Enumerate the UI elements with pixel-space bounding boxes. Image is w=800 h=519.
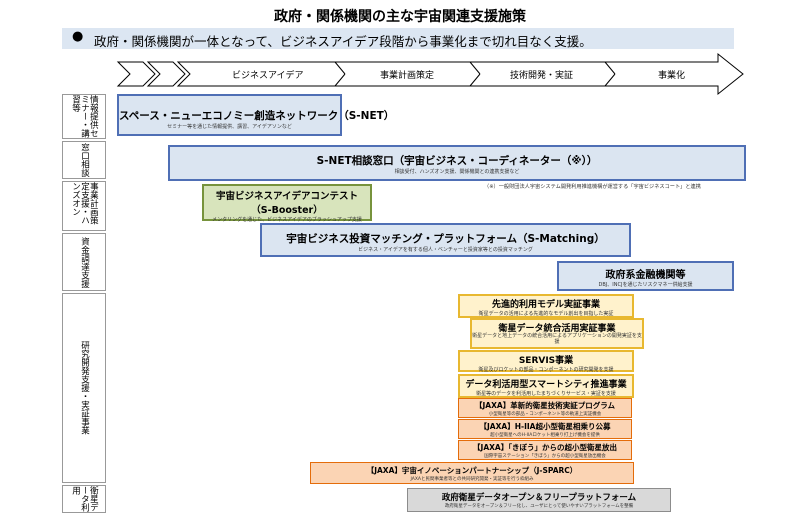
category-funding: 資金調達支援 [62,233,106,291]
stage-label-commercial: 事業化 [658,71,686,81]
program-s-booster: 宇宙ビジネスアイデアコンテスト （S-Booster） メンタリングを通じた、ビ… [202,184,372,223]
stage-main-arrow [176,52,744,96]
page-title: 政府・関係機関の主な宇宙関連支援施策 [274,9,526,25]
program-gov-sat-data-platform: 政府衛星データオープン＆フリープラットフォーム 政府衛星データをオープン＆フリー… [407,488,671,512]
program-s-net-consult: S-NET相談窓口（宇宙ビジネス・コーディネーター（※）） 相談受付、ハンズオン… [168,145,746,181]
category-satdata: 衛星データ利用 [62,485,106,513]
category-info: 情報提供セミナー・講習等 [62,94,106,139]
category-rnd: 研究開発支援・実証事業 [62,293,106,483]
subtitle: 政府・関係機関が一体となって、ビジネスアイデア段階から事業化まで切れ目なく支援。 [94,34,592,49]
program-sat-data-integration: 衛星データ統合活用実証事業 衛星データと地上データの統合活用によるアプリケーショ… [470,318,644,349]
program-advanced-model: 先進的利用モデル実証事業 衛星データの活用による先進的なモデル創出を目指した実証 [458,294,634,318]
program-jaxa-innovative-sat: 【JAXA】革新的衛星技術実証プログラム 小型衛星等の部品・コンポーネント等の軌… [458,398,632,418]
stage-arrow [116,52,744,96]
stage-label-dev: 技術開発・実証 [510,71,574,81]
subtitle-banner [62,28,734,49]
stage-chevron-2 [146,61,186,87]
program-smart-city: データ利活用型スマートシティ推進事業 衛星等のデータを利活用したまちづくりサービ… [458,374,634,398]
program-jaxa-j-sparc: 【JAXA】宇宙イノベーションパートナーシップ（J-SPARC） JAXAと民間… [310,462,634,484]
stage-label-idea: ビジネスアイデア [232,71,304,81]
program-s-net: スペース・ニューエコノミー創造ネットワーク（S-NET） セミナー等を通じた情報… [117,94,394,136]
footnote: （※）一般財団法人宇宙システム開発利用推進機構が運営する「宇宙ビジネスコート」と… [484,184,701,190]
program-jaxa-h2a-rideshare: 【JAXA】H-IIA超小型衛星相乗り公募 超小型衛星へのH-IIAロケット相乗… [458,419,632,439]
program-servis: SERVIS事業 衛星及びロケットの部品・コンポーネントの研究開発を支援 [458,350,634,373]
category-consult: 窓口相談 [62,141,106,179]
program-s-matching: 宇宙ビジネス投資マッチング・プラットフォーム（S-Matching） ビジネス・… [260,223,631,257]
stage-chevron-1 [116,61,156,87]
stage-label-plan: 事業計画策定 [380,71,435,81]
category-handson: 事業計画策定支援・ハンズオン [62,181,106,231]
program-gov-finance: 政府系金融機関等 DBJ、INCJを通じたリスクマネー供給支援 [557,261,734,291]
bullet-icon: ● [72,29,84,44]
program-jaxa-kibo-deploy: 【JAXA】「きぼう」からの超小型衛星放出 国際宇宙ステーション「きぼう」からの… [458,440,632,460]
